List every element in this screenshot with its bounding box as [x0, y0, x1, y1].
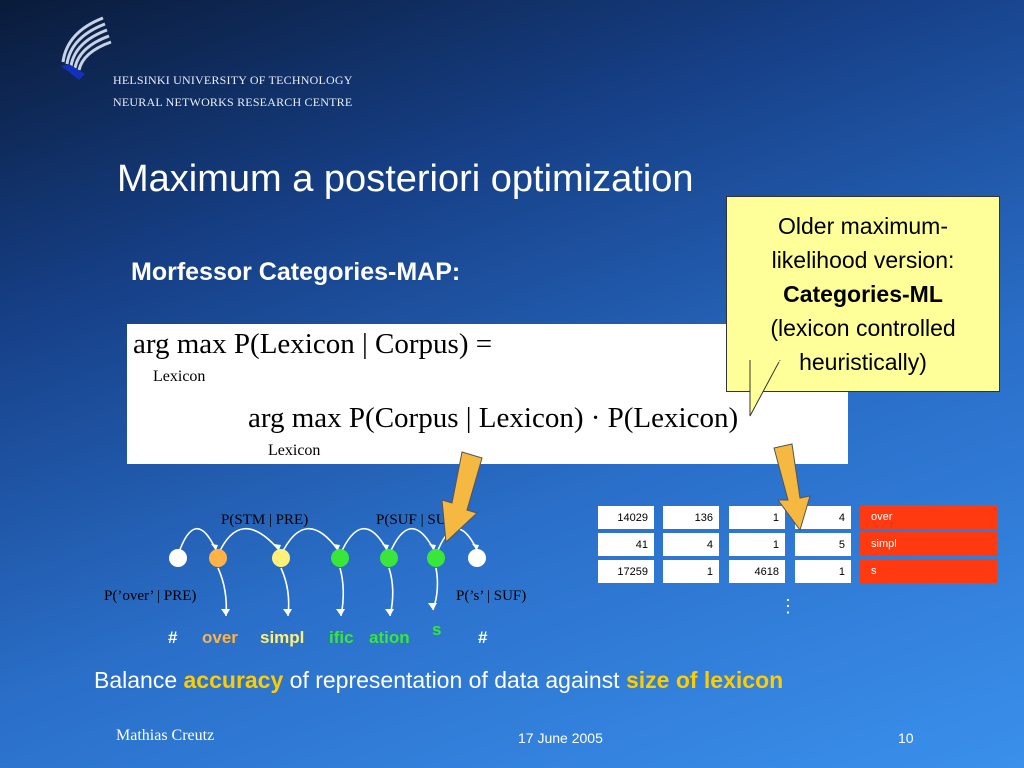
state-node-suffix	[331, 549, 349, 567]
callout-line-5: heuristically)	[799, 349, 927, 375]
table-word-cell: over	[860, 505, 997, 529]
state-node-suffix	[380, 549, 398, 567]
table-cell: 4	[795, 506, 851, 529]
transition-arrow	[217, 527, 280, 556]
formula-line-2: arg max P(Corpus | Lexicon) · P(Lexicon)	[248, 402, 739, 434]
callout-line-2: likelihood version:	[771, 247, 955, 273]
table-cell: 4	[663, 533, 719, 556]
table-word-cell: s	[860, 559, 997, 583]
callout-line-3: Categories-ML	[783, 281, 943, 307]
morph-boundary-end: #	[478, 628, 488, 647]
accuracy-highlight: accuracy	[183, 667, 284, 693]
table-cell: 1	[795, 560, 851, 583]
transition-arrow	[388, 527, 435, 556]
research-centre-name: NEURAL NETWORKS RESEARCH CENTRE	[113, 95, 353, 109]
prob-label-s-suf: P(’s’ | SUF)	[456, 588, 527, 604]
emission-line	[339, 567, 345, 617]
morph-suffix-ific: ific	[329, 628, 354, 647]
prob-label-suf-suf: P(SUF | SUF)	[376, 512, 460, 528]
table-cell: 5	[795, 533, 851, 556]
balance-statement: Balance accuracy of representation of da…	[94, 667, 783, 694]
footer-date: 17 June 2005	[518, 730, 603, 746]
formula-subscript-2: Lexicon	[268, 442, 321, 459]
emission-line	[388, 567, 394, 617]
prob-label-stm-pre: P(STM | PRE)	[221, 512, 309, 528]
table-ellipsis: ⋮	[779, 596, 797, 616]
table-cell: 1	[729, 533, 785, 556]
prob-label-over-pre: P(’over’ | PRE)	[104, 588, 197, 604]
page-number: 10	[898, 730, 914, 746]
hmm-diagram	[169, 527, 486, 617]
table-cell: 41	[598, 533, 654, 556]
emission-line	[217, 567, 228, 617]
slide-subtitle: Morfessor Categories-MAP:	[131, 258, 461, 286]
state-node-suffix	[427, 549, 445, 567]
morph-prefix-over: over	[202, 628, 238, 647]
table-cell: 14029	[598, 506, 654, 529]
table-cell: 136	[663, 506, 719, 529]
callout-line-4: (lexicon controlled	[770, 315, 956, 341]
callout-line-1: Older maximum-	[778, 213, 948, 239]
slide-title: Maximum a posteriori optimization	[117, 158, 694, 200]
morph-boundary-start: #	[168, 628, 178, 647]
morph-suffix-ation: ation	[369, 628, 410, 647]
table-cell: 4618	[729, 560, 785, 583]
formula-subscript-1: Lexicon	[153, 368, 206, 385]
table-cell: 17259	[598, 560, 654, 583]
state-node-stem	[272, 549, 290, 567]
table-word-cell: simpl	[860, 532, 997, 556]
table-cell: 1	[663, 560, 719, 583]
university-logo	[61, 16, 112, 80]
footer-author: Mathias Creutz	[116, 727, 215, 744]
morph-suffix-s: s	[432, 620, 442, 639]
balance-prefix: Balance	[94, 667, 184, 693]
transition-arrow	[177, 527, 217, 556]
morph-stem-simpl: simpl	[260, 628, 305, 647]
arrow-to-diagram	[441, 451, 483, 544]
lexicon-size-highlight: size of lexicon	[625, 667, 784, 693]
university-name: HELSINKI UNIVERSITY OF TECHNOLOGY	[113, 73, 353, 87]
table-cell: 1	[729, 506, 785, 529]
state-node-start	[169, 549, 187, 567]
transition-arrow	[339, 527, 388, 556]
formula-line-1: arg max P(Lexicon | Corpus) =	[133, 328, 493, 360]
emission-line	[280, 567, 290, 617]
state-node-end	[468, 549, 486, 567]
transition-arrow	[280, 527, 339, 556]
balance-middle: of representation of data against	[283, 667, 626, 693]
state-node-prefix	[209, 549, 227, 567]
callout-pointer	[749, 360, 781, 417]
arrow-to-table	[773, 443, 811, 532]
